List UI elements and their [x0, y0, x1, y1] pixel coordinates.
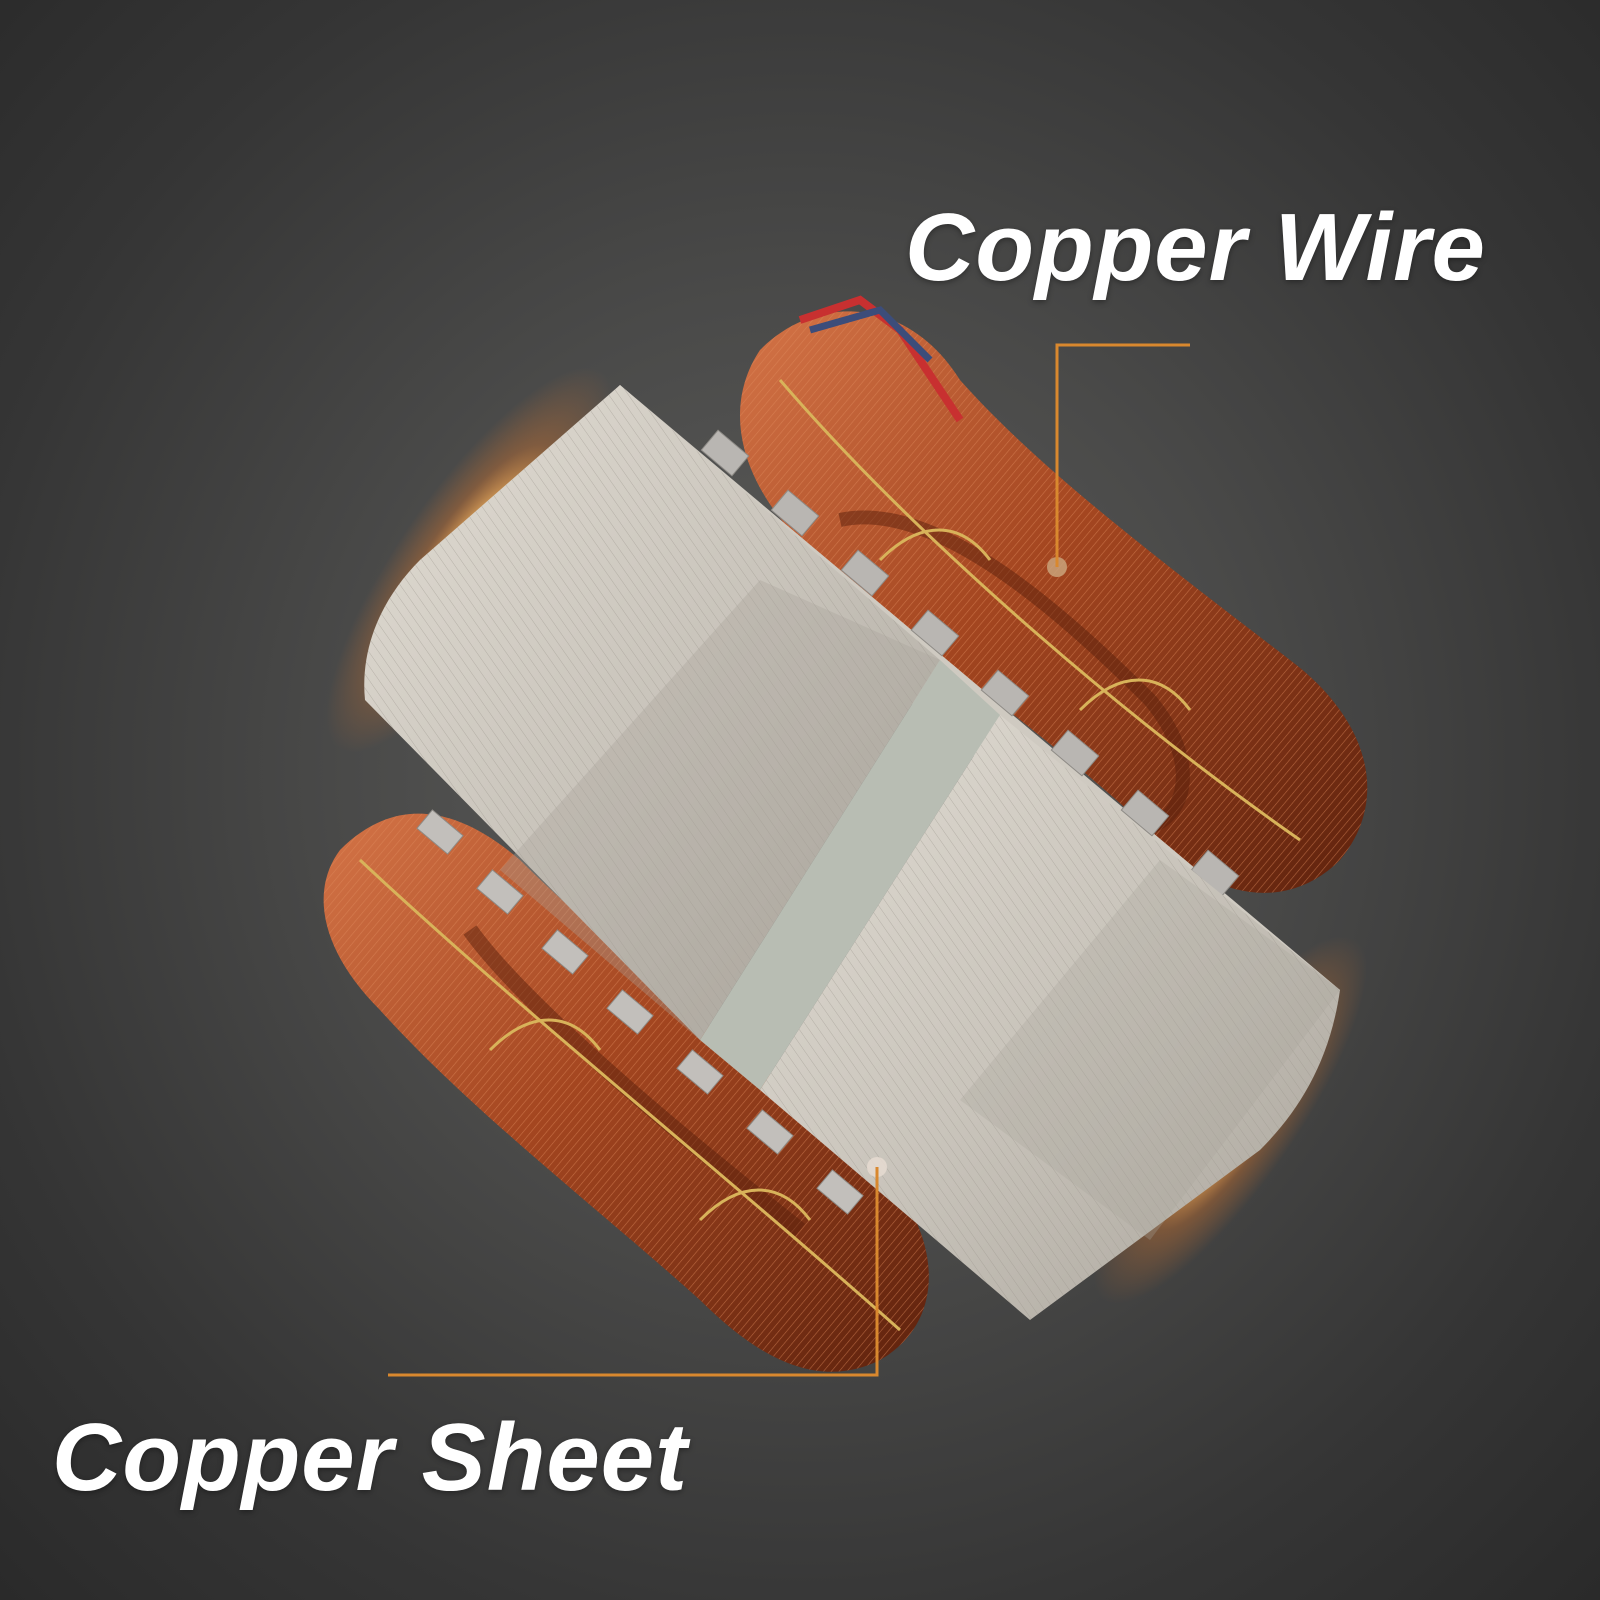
- copper-coil-lower: [323, 813, 929, 1372]
- label-copper-sheet: Copper Sheet: [52, 1404, 689, 1511]
- callout-copper-sheet: [388, 1157, 887, 1377]
- callout-copper-wire: [1047, 343, 1190, 577]
- callout-line-wire: [1055, 343, 1190, 567]
- laminated-core: [364, 385, 1340, 1320]
- copper-coil-upper: [740, 295, 1368, 893]
- callout-line-sheet: [388, 1167, 879, 1377]
- label-copper-wire: Copper Wire: [905, 194, 1486, 301]
